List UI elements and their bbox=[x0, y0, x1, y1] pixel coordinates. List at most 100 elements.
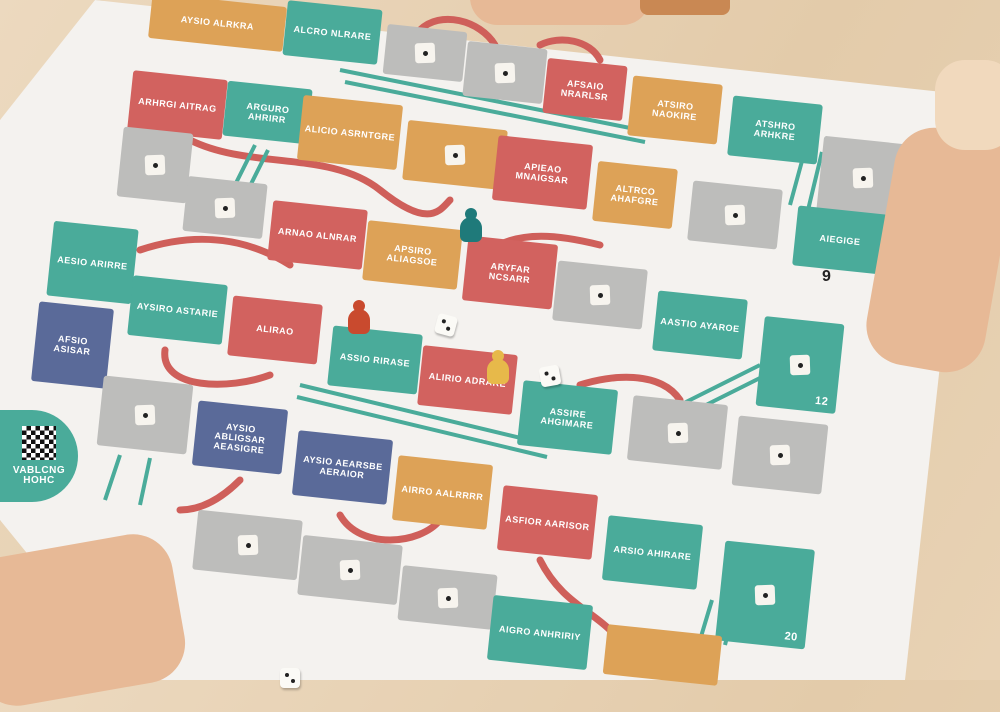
board-space[interactable]: AIRRO AALRRRR bbox=[391, 455, 494, 530]
space-label: 20 bbox=[783, 630, 799, 644]
board-space[interactable]: AYSIO AEARSBE AERAIOR bbox=[291, 430, 394, 505]
top-hand bbox=[470, 0, 650, 25]
die-icon bbox=[237, 534, 258, 556]
checkerboard-icon bbox=[22, 426, 56, 460]
space-label: ARGURO AHRIRR bbox=[246, 100, 290, 125]
space-label: 12 bbox=[814, 394, 829, 409]
board-space[interactable] bbox=[402, 119, 508, 191]
space-label: AIGRO ANHRIRIY bbox=[498, 623, 582, 642]
board-space[interactable]: ARNAO ALNRAR bbox=[267, 200, 368, 270]
die-icon bbox=[494, 62, 516, 83]
snake bbox=[336, 511, 444, 544]
board-space[interactable]: AYSIO ABLIGSAR AEASIGRE bbox=[191, 400, 289, 475]
space-label: ATSIRO NAOKIRE bbox=[651, 98, 698, 123]
space-label: AIEGIGE bbox=[819, 232, 861, 248]
die-icon bbox=[667, 422, 688, 443]
board-space[interactable] bbox=[192, 509, 303, 581]
board-space[interactable]: ALIRAO bbox=[227, 295, 323, 365]
board-space[interactable] bbox=[462, 40, 548, 105]
space-number: 9 bbox=[822, 268, 831, 285]
board-space[interactable]: APSIRO ALIAGSOE bbox=[362, 220, 463, 290]
board-space[interactable]: ALCRO NLRARE bbox=[282, 0, 383, 65]
board-space[interactable]: ASSIRE AHGIMARE bbox=[516, 380, 619, 455]
die-icon bbox=[754, 584, 776, 606]
space-label: ALICIO ASRNTGRE bbox=[304, 122, 396, 143]
die-icon bbox=[437, 587, 458, 608]
board-space[interactable]: ATSHRO ARHKRE bbox=[727, 95, 823, 165]
sleeve bbox=[640, 0, 730, 15]
board-space[interactable] bbox=[552, 260, 648, 330]
board-space[interactable] bbox=[382, 23, 468, 83]
yellow-pawn[interactable] bbox=[487, 350, 509, 384]
teal-pawn[interactable] bbox=[460, 208, 482, 242]
board-space[interactable] bbox=[182, 175, 268, 240]
ladder bbox=[339, 68, 646, 144]
board-space[interactable]: 20 bbox=[715, 540, 815, 650]
board-space[interactable] bbox=[116, 126, 194, 204]
board-space[interactable]: AASTIO AYAROE bbox=[652, 290, 748, 360]
board-space[interactable] bbox=[96, 375, 194, 455]
space-label: AESIO ARIRRE bbox=[56, 253, 129, 272]
die-icon bbox=[144, 154, 166, 176]
space-label: APIEAO MNAIGSAR bbox=[515, 160, 569, 186]
die[interactable] bbox=[280, 668, 300, 688]
board-space[interactable] bbox=[397, 565, 498, 630]
space-label: ATSHRO ARHKRE bbox=[753, 117, 797, 143]
space-label: ASSIRE AHGIMARE bbox=[540, 405, 594, 431]
board-space[interactable]: AESIO ARIRRE bbox=[46, 220, 139, 305]
ladder bbox=[296, 383, 551, 459]
snake bbox=[536, 36, 604, 64]
space-label: ARSIO AHIRARE bbox=[613, 543, 692, 562]
die-icon bbox=[724, 204, 746, 226]
snake bbox=[416, 15, 499, 49]
space-label: ASFIOR AARISOR bbox=[504, 513, 591, 532]
board-space[interactable]: 12 bbox=[755, 316, 845, 414]
board-space[interactable] bbox=[626, 395, 729, 470]
die-icon bbox=[852, 167, 873, 188]
board-space[interactable] bbox=[687, 180, 783, 250]
snake bbox=[576, 373, 684, 404]
board-space[interactable]: ARSIO AHIRARE bbox=[601, 515, 704, 590]
sweater-sleeve bbox=[935, 60, 1000, 150]
space-label: AASTIO AYAROE bbox=[659, 315, 741, 335]
board-space[interactable] bbox=[731, 415, 829, 495]
board-space[interactable]: AFSAIO NRARLSR bbox=[542, 57, 628, 122]
die-icon bbox=[214, 197, 236, 218]
space-label: AYSIO AEARSBE AERAIOR bbox=[302, 453, 384, 480]
start-circle: VABLCNG HOHC bbox=[0, 410, 78, 502]
space-label: AFSAIO NRARLSR bbox=[560, 77, 609, 102]
board-space[interactable]: ASSIO RIRASE bbox=[327, 325, 423, 395]
space-label: AYSIO ABLIGSAR AEASIGRE bbox=[213, 421, 266, 456]
space-label: ALCRO NLRARE bbox=[293, 23, 372, 42]
board-space[interactable]: AFSIO ASISAR bbox=[31, 301, 114, 389]
board-space[interactable]: AYSIRO ASTARIE bbox=[127, 275, 228, 345]
snake bbox=[161, 346, 274, 388]
space-label: AYSIO ALRKRA bbox=[180, 13, 255, 32]
board-space[interactable]: ATSIRO NAOKIRE bbox=[627, 75, 723, 145]
board-space[interactable]: ASFIOR AARISOR bbox=[496, 485, 599, 560]
ladder bbox=[103, 454, 152, 506]
board-space[interactable]: AIEGIGE bbox=[792, 205, 888, 275]
board-space[interactable] bbox=[297, 534, 403, 606]
die-icon bbox=[589, 284, 611, 306]
space-label: AYSIRO ASTARIE bbox=[136, 300, 219, 320]
die-icon bbox=[339, 559, 361, 581]
die-icon bbox=[789, 354, 811, 376]
red-pawn[interactable] bbox=[348, 300, 370, 334]
die-icon bbox=[414, 42, 436, 64]
snake bbox=[186, 136, 454, 218]
snake bbox=[536, 556, 614, 634]
board-space[interactable]: APIEAO MNAIGSAR bbox=[491, 135, 594, 210]
board-space[interactable]: ARYFAR NCSARR bbox=[461, 235, 559, 310]
space-label: ASSIO RIRASE bbox=[339, 351, 411, 369]
space-label: ALTRCO AHAFGRE bbox=[610, 182, 659, 208]
space-label: AIRRO AALRRRR bbox=[401, 483, 484, 502]
space-label: ARNAO ALNRAR bbox=[277, 225, 358, 245]
space-label: APSIRO ALIAGSOE bbox=[386, 243, 438, 268]
die[interactable] bbox=[538, 364, 562, 388]
board-space[interactable]: AIGRO ANHRIRIY bbox=[486, 594, 594, 671]
board-space[interactable]: ALTRCO AHAFGRE bbox=[592, 160, 678, 230]
left-hand bbox=[0, 527, 192, 712]
die-icon bbox=[769, 444, 791, 466]
board-space[interactable]: ALICIO ASRNTGRE bbox=[296, 94, 404, 171]
